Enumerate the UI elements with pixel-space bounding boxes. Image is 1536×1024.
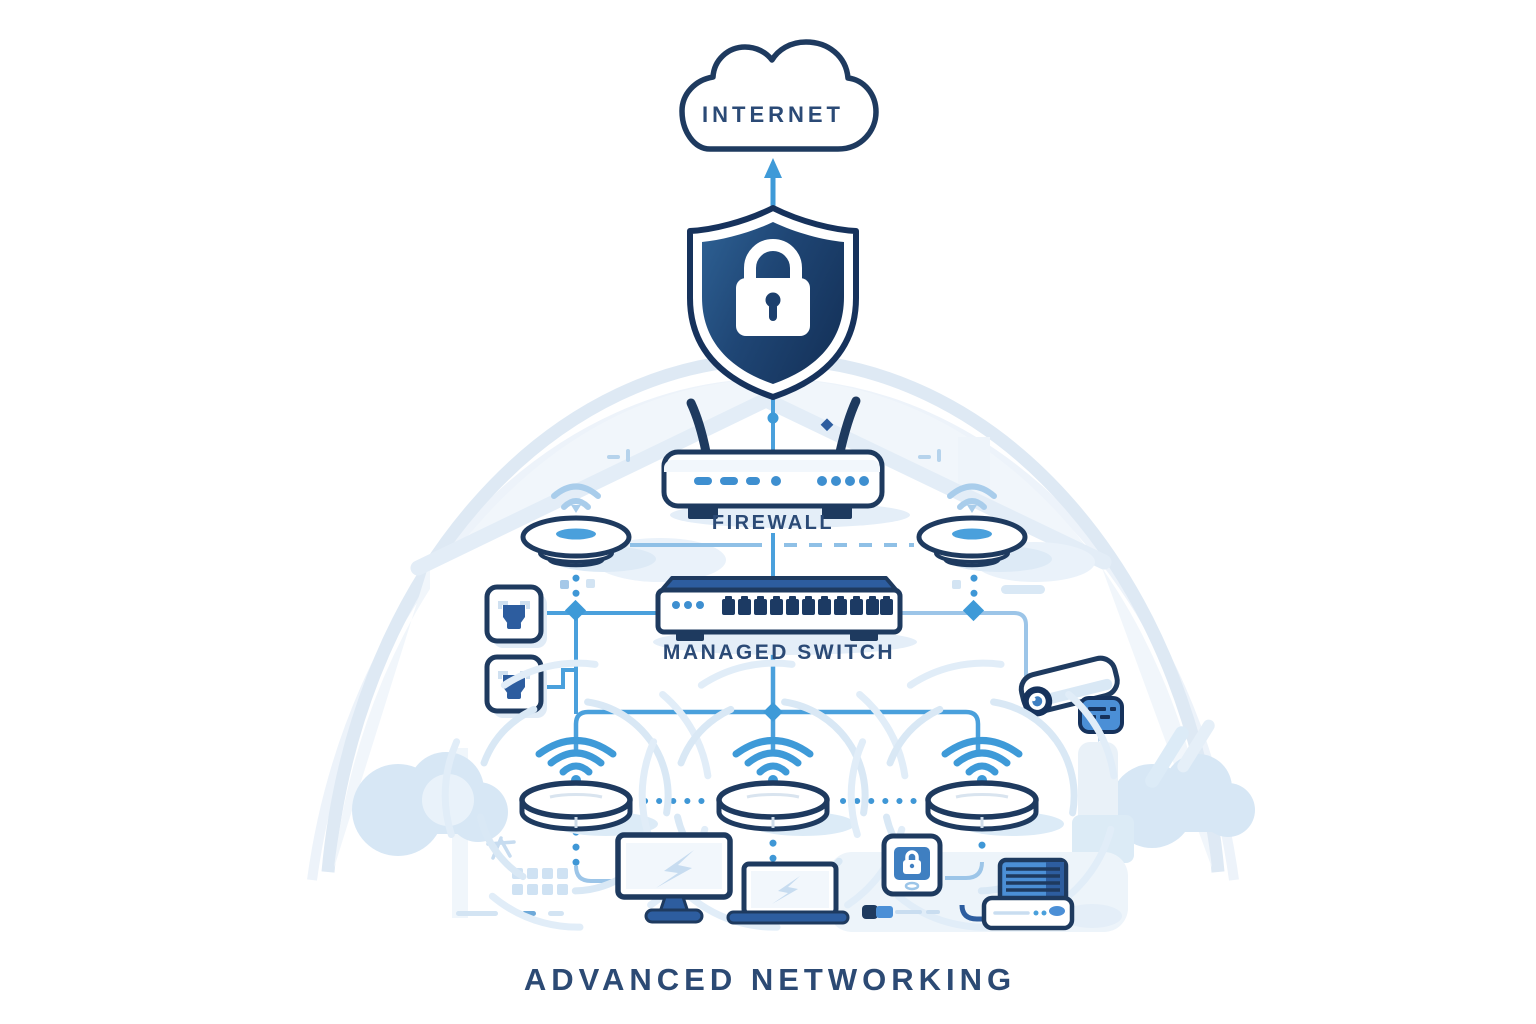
laptop-base <box>726 910 850 925</box>
laptop <box>726 861 850 925</box>
ap1-monitor-link <box>574 865 613 883</box>
ap3-tablet-link <box>945 861 984 880</box>
connections <box>541 158 1028 922</box>
printer-cable <box>959 904 989 922</box>
firewall-label: FIREWALL <box>712 512 834 534</box>
junction-left <box>564 599 587 622</box>
jack2-link <box>541 668 576 689</box>
tick-marks-decor <box>560 449 1045 594</box>
usb-dongle <box>862 905 940 919</box>
junction-right <box>962 599 985 622</box>
switch-leds <box>672 601 704 609</box>
junction-bus <box>763 702 783 722</box>
internet-cloud: INTERNET <box>679 39 879 152</box>
router-leds <box>694 476 869 486</box>
ethernet-jack-1 <box>487 587 547 648</box>
cloud-icon <box>679 39 879 152</box>
managed-switch: MANAGED SWITCH <box>653 576 917 664</box>
secure-tablet <box>881 833 943 897</box>
cloud-decor-left <box>352 752 508 856</box>
lock-icon <box>736 239 810 336</box>
firewall-router: FIREWALL <box>661 396 910 534</box>
cloud-decor-right <box>1110 719 1255 848</box>
switch-camera-link <box>892 611 1028 700</box>
switch-label: MANAGED SWITCH <box>663 641 895 664</box>
printer-nas <box>981 857 1122 931</box>
screen-flash-icon <box>656 850 694 888</box>
antenna-right <box>835 396 861 457</box>
home-button <box>904 881 920 891</box>
roof-line <box>410 392 1112 576</box>
desktop-monitor <box>615 832 733 924</box>
internet-label: INTERNET <box>702 102 844 127</box>
screen-flash-icon <box>772 876 800 904</box>
chimney <box>958 437 990 489</box>
firewall-shield <box>687 205 859 400</box>
lock-icon <box>903 850 921 874</box>
antenna-left <box>686 398 711 457</box>
page-title: ADVANCED NETWORKING <box>524 962 1016 997</box>
